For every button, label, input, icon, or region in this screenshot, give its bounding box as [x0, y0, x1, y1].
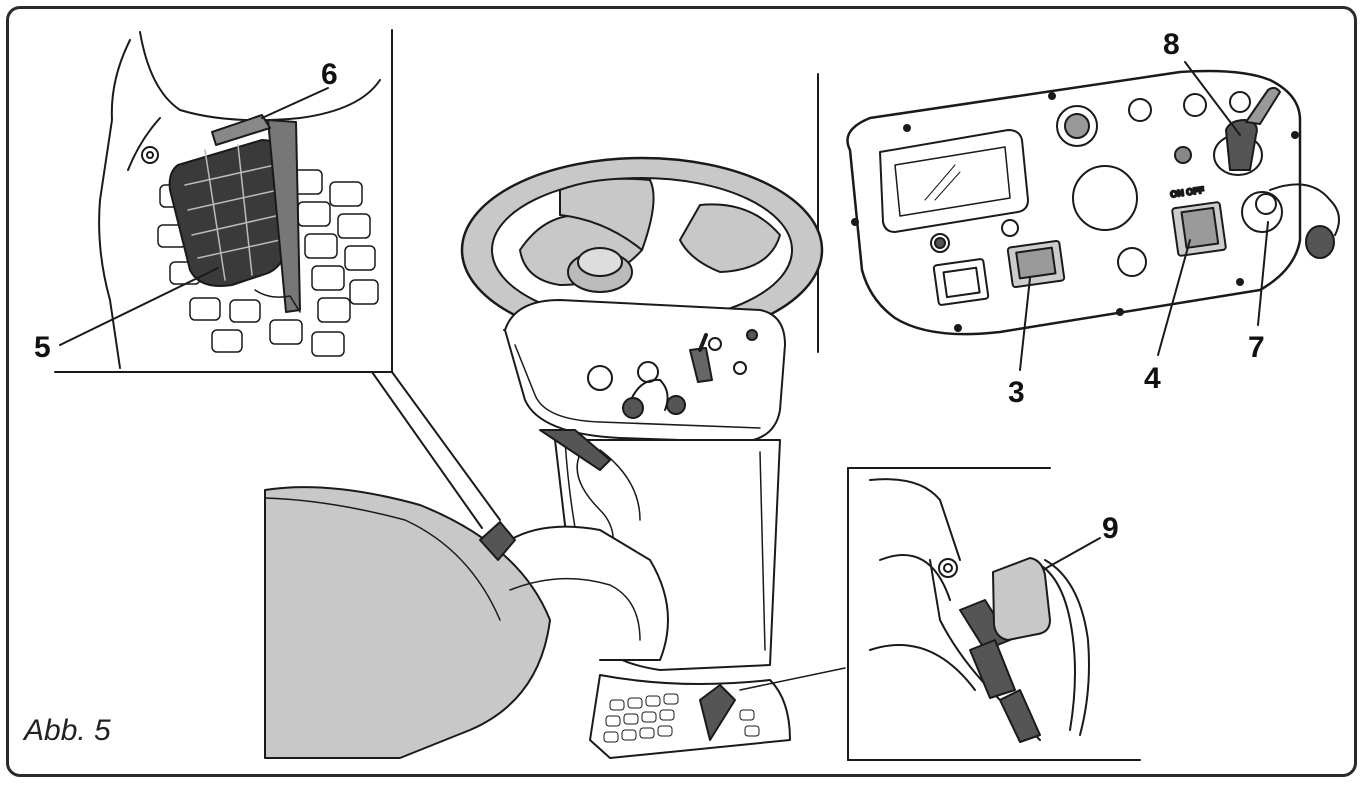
- callout-6: 6: [321, 58, 338, 91]
- dial-knob: [1117, 247, 1147, 277]
- callout-numbers: 6 5 3 4 7 8 9: [34, 28, 1265, 545]
- leader-lines: [59, 61, 1269, 581]
- seat: [264, 486, 551, 759]
- callout-3: 3: [1008, 376, 1025, 409]
- callout-9: 9: [1102, 512, 1119, 545]
- figure-caption: Abb. 5: [24, 714, 111, 747]
- steering-assembly: [460, 156, 824, 671]
- floor-area: [479, 521, 846, 759]
- pedal-pad: [168, 139, 286, 287]
- callout-8: 8: [1163, 28, 1180, 61]
- switch-3: [1006, 239, 1066, 289]
- lever-9: [992, 557, 1051, 641]
- switch-4: [1171, 201, 1227, 257]
- round-gauge: [1072, 165, 1138, 231]
- pedal-inset: [54, 29, 393, 373]
- control-panel: ON OFF: [503, 69, 1340, 353]
- callout-4: 4: [1144, 362, 1161, 395]
- callout-5: 5: [34, 331, 51, 364]
- callout-7: 7: [1248, 331, 1265, 364]
- pedal-lever: [267, 119, 301, 313]
- ignition-7: [1241, 183, 1340, 259]
- lever-inset: [847, 467, 1141, 761]
- joystick-8: [1213, 86, 1281, 176]
